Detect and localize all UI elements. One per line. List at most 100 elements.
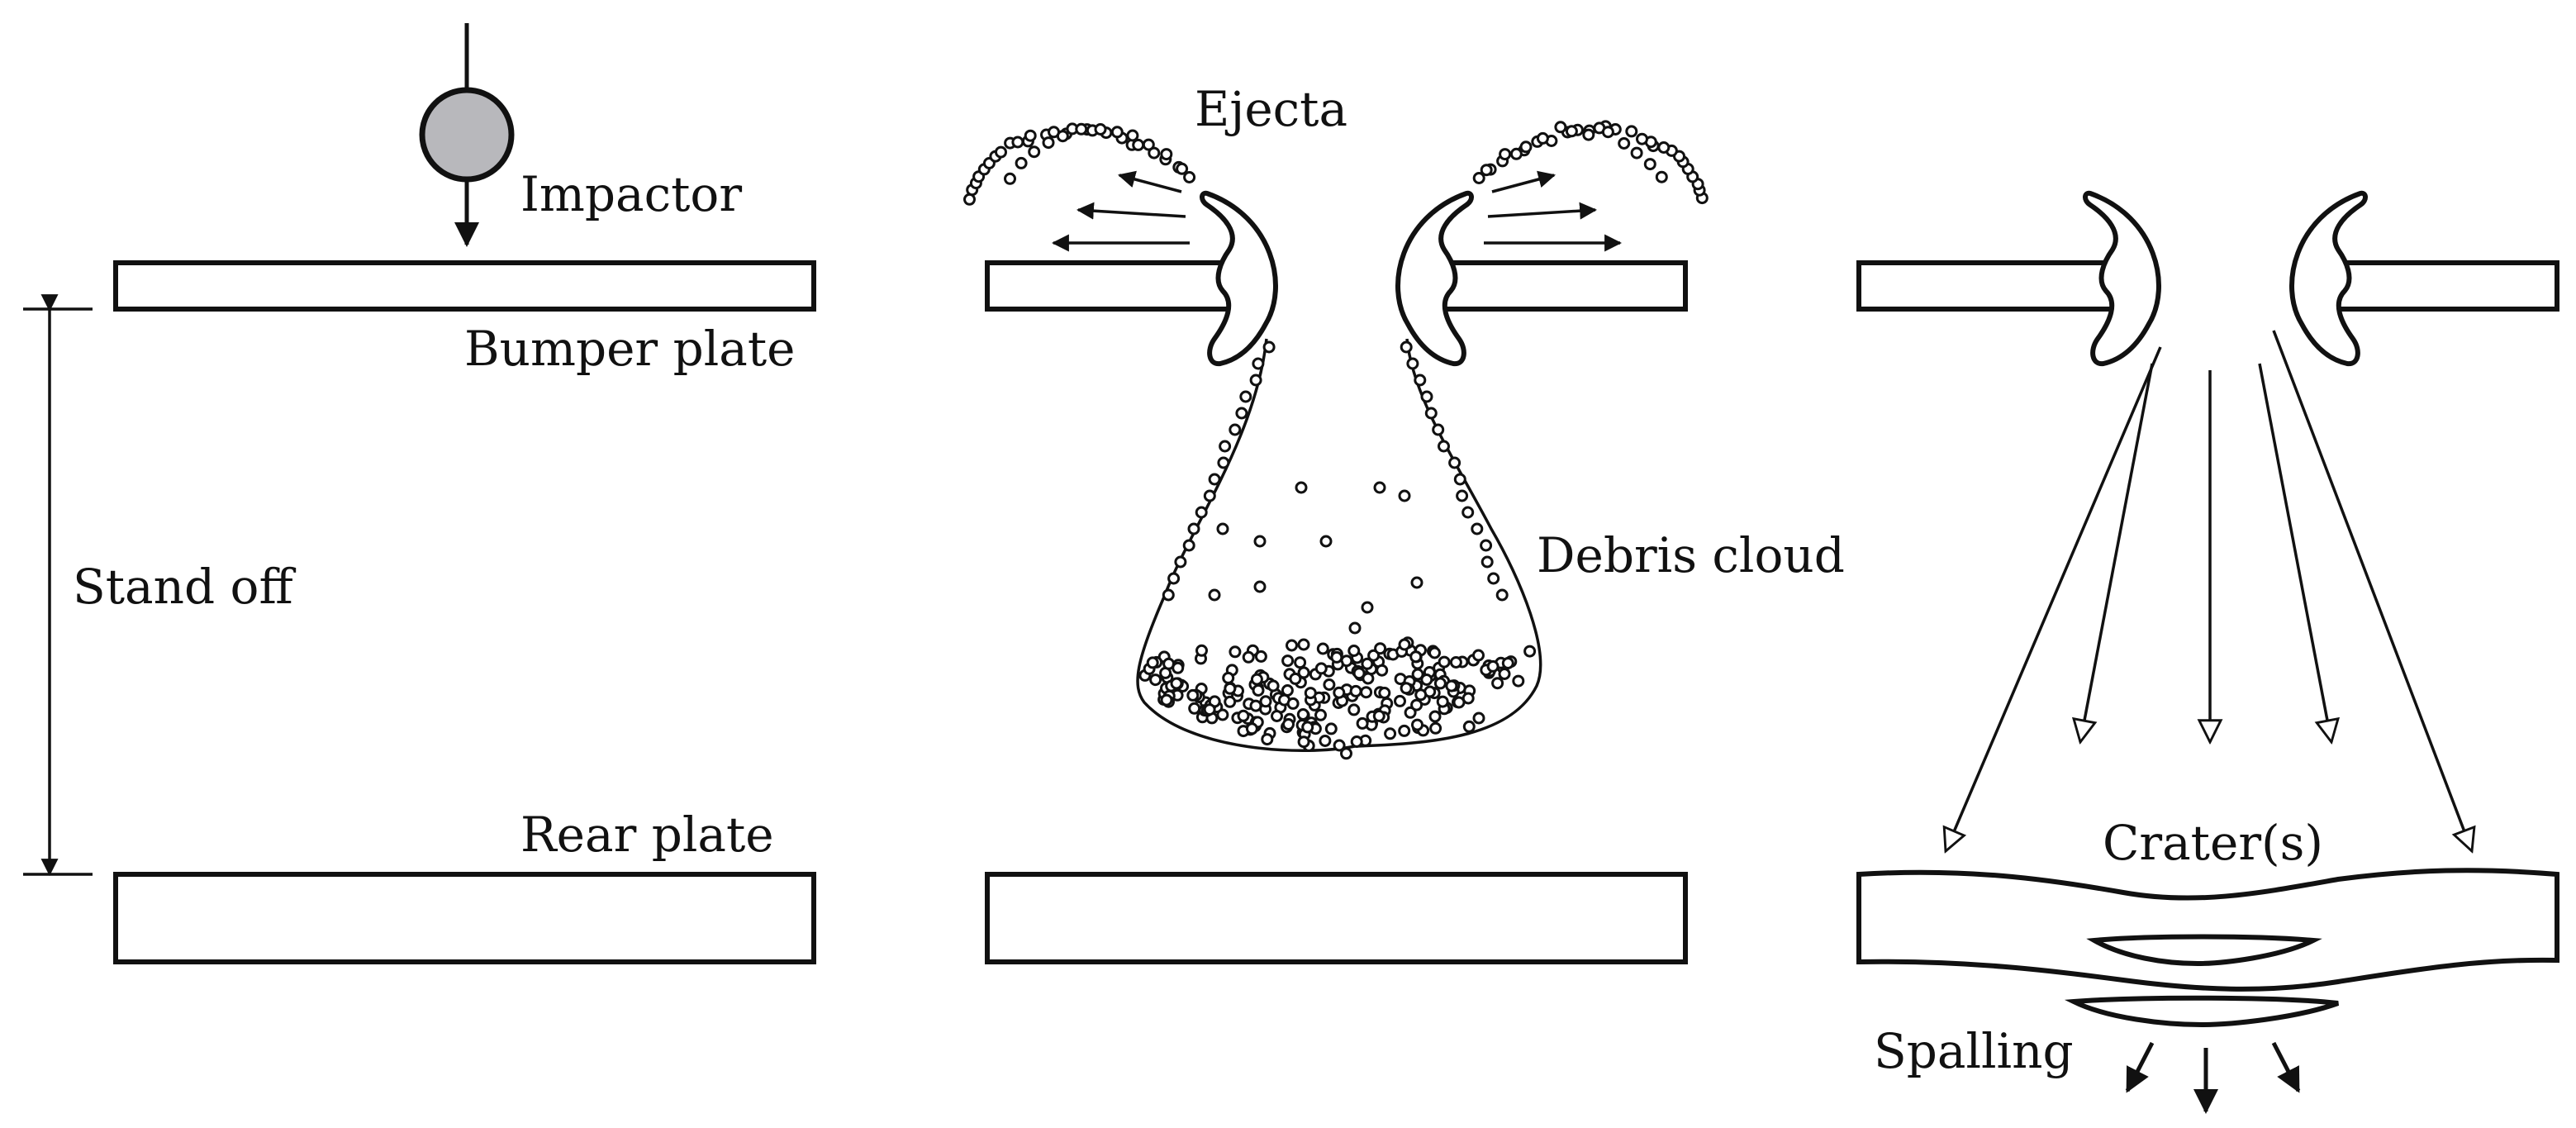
particle: [1347, 703, 1361, 716]
particle: [1249, 374, 1262, 387]
particle: [1110, 126, 1124, 139]
particle: [1316, 642, 1329, 655]
particle: [1428, 710, 1442, 723]
particle: [1170, 677, 1183, 690]
particle: [1472, 649, 1485, 662]
panel-after-impact: Crater(s) Spalling: [1856, 190, 2559, 1114]
spall-arrows: [2125, 1041, 2301, 1114]
particle: [1471, 522, 1484, 535]
particle: [1324, 722, 1338, 735]
particle: [1333, 686, 1346, 699]
particle: [1398, 724, 1411, 737]
particle: [1195, 506, 1208, 519]
spall-crack-internal: [2086, 934, 2322, 967]
particle: [1296, 708, 1309, 721]
particle: [1182, 539, 1195, 552]
rear-plate: [113, 872, 816, 964]
perforation-lip-right: [1395, 190, 1474, 367]
particle: [1195, 644, 1208, 657]
particle: [1323, 678, 1336, 691]
particle: [1286, 697, 1300, 710]
particle: [1565, 125, 1578, 138]
particle: [1075, 122, 1088, 136]
particle: [1509, 147, 1523, 160]
particle: [1242, 650, 1255, 664]
craters-label: Crater(s): [2103, 815, 2323, 871]
particle: [1250, 673, 1263, 686]
particle: [1235, 407, 1248, 420]
particle: [1462, 720, 1476, 733]
particle: [1601, 126, 1614, 139]
spall-fragment: [2064, 995, 2340, 1028]
particle: [1042, 136, 1055, 150]
particle: [1438, 440, 1450, 453]
particle: [1636, 132, 1648, 145]
particle: [1282, 718, 1295, 731]
particle: [1362, 672, 1375, 685]
particle: [1480, 555, 1494, 569]
particle: [1297, 638, 1310, 651]
impactor-sphere: [419, 87, 515, 183]
particle: [1148, 146, 1161, 159]
particle: [1142, 138, 1155, 151]
particle: [1428, 646, 1441, 659]
debris-trajectory-arrow: [2258, 363, 2331, 742]
particle: [1420, 390, 1433, 403]
particle: [1523, 645, 1537, 658]
particle: [1314, 662, 1328, 675]
particle: [1495, 588, 1509, 602]
particle: [1267, 679, 1280, 693]
particle: [1160, 148, 1173, 161]
particle: [1491, 677, 1504, 690]
particle: [1536, 131, 1549, 145]
particle: [1015, 156, 1028, 169]
particle: [1219, 440, 1232, 453]
ejecta-arrow: [1076, 202, 1186, 220]
particle: [1356, 716, 1369, 730]
particle: [1224, 695, 1237, 708]
particle: [1297, 666, 1310, 679]
ejecta-label: Ejecta: [1195, 81, 1347, 137]
impactor-label: Impactor: [520, 166, 742, 222]
particle: [1186, 688, 1200, 702]
particle: [1289, 672, 1302, 685]
particle: [1501, 657, 1514, 669]
particle: [1261, 733, 1274, 746]
particle: [1245, 722, 1258, 735]
particle: [1348, 621, 1362, 635]
particle: [1224, 682, 1237, 695]
particle: [1162, 588, 1175, 602]
particle: [1480, 539, 1493, 552]
debris-cloud-particles: [1138, 340, 1537, 760]
particle: [1259, 695, 1272, 708]
debris-trajectory-arrows: [1946, 330, 2472, 851]
particle: [1237, 709, 1250, 722]
particle: [1281, 654, 1295, 668]
particle: [1400, 340, 1413, 354]
particle: [1394, 694, 1406, 707]
particle: [1406, 357, 1419, 370]
particle: [1208, 588, 1221, 602]
particle: [1216, 708, 1229, 721]
particle: [1160, 693, 1173, 707]
particle: [1486, 659, 1499, 673]
particle: [1420, 673, 1433, 686]
particle: [1456, 489, 1469, 502]
particle: [1352, 667, 1366, 680]
particle: [1452, 696, 1466, 709]
particle: [1438, 655, 1451, 669]
particle: [1172, 661, 1185, 674]
particle: [1304, 687, 1317, 700]
particle: [1372, 709, 1385, 722]
particle: [1229, 645, 1242, 659]
particle: [1126, 129, 1139, 142]
perforation-lip-right: [2289, 190, 2368, 367]
particle: [1319, 535, 1333, 548]
particle: [995, 145, 1007, 159]
particle: [1618, 137, 1631, 150]
bumper-plate: [113, 260, 816, 312]
particle: [1643, 158, 1656, 171]
particle: [1472, 172, 1485, 184]
particle: [1149, 673, 1162, 687]
